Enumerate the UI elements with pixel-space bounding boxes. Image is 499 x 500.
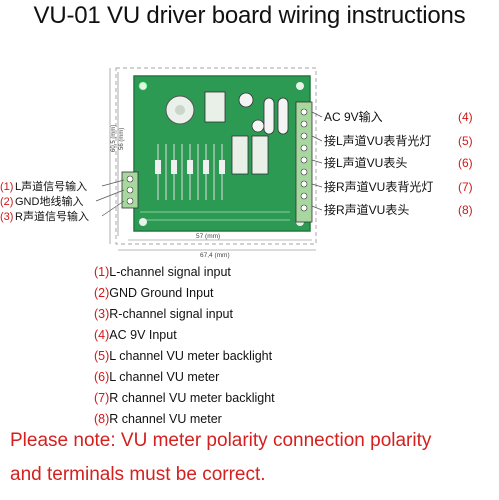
- legend-text: GND Ground Input: [109, 286, 214, 300]
- capacitor: [238, 92, 254, 108]
- ic-chip: [204, 91, 226, 123]
- right-num-7: (7): [458, 180, 473, 194]
- legend-text: AC 9V Input: [109, 328, 177, 342]
- right-label-7: 接R声道VU表背光灯: [324, 179, 433, 194]
- right-num-4: (4): [458, 110, 473, 124]
- width-inner-label: 57 (mm): [196, 233, 220, 240]
- capacitor: [277, 97, 289, 135]
- legend-num: (7): [94, 391, 110, 405]
- polarity-note: Please note: VU meter polarity connectio…: [10, 424, 495, 492]
- right-num-6: (6): [458, 156, 473, 170]
- left-num-1: (1): [0, 181, 13, 193]
- capacitor: [263, 97, 275, 135]
- terminal-screw: [126, 186, 134, 194]
- resistor-bodies: [155, 160, 225, 174]
- legend-num: (6): [94, 370, 110, 384]
- legend-text: R-channel signal input: [109, 307, 233, 321]
- legend-item: (4)AC 9V Input: [94, 325, 494, 346]
- legend-text: R channel VU meter backlight: [109, 391, 275, 405]
- legend-num: (3): [94, 307, 110, 321]
- right-label-4: AC 9V输入: [324, 109, 383, 124]
- left-label-3: R声道信号输入: [15, 209, 89, 223]
- legend-num: (4): [94, 328, 110, 342]
- right-num-5: (5): [458, 134, 473, 148]
- left-label-2: GND地线输入: [15, 194, 83, 208]
- width-outer-label: 67,4 (mm): [200, 252, 230, 259]
- legend-item: (3)R-channel signal input: [94, 304, 494, 325]
- right-num-8: (8): [458, 203, 473, 217]
- capacitor: [251, 119, 265, 133]
- left-labels: (1) L声道信号输入 (2) GND地线输入 (3) R声道信号输入: [0, 179, 89, 223]
- legend-item: (1)L-channel signal input: [94, 262, 494, 283]
- height-outer-label: 60,5 (mm): [111, 125, 117, 152]
- left-num-3: (3): [0, 211, 13, 223]
- legend-num: (1): [94, 265, 110, 279]
- note-line-1: Please note: VU meter polarity connectio…: [10, 430, 432, 451]
- legend-item: (6)L channel VU meter: [94, 367, 494, 388]
- mounting-hole: [138, 81, 148, 91]
- legend-text: L-channel signal input: [109, 265, 231, 279]
- height-inner-label: 56 (mm): [119, 128, 125, 150]
- board-diagram-svg: 56 (mm) 60,5 (mm) 57 (mm) 67,4 (mm) AC 9…: [0, 67, 473, 259]
- legend-item: (5)L channel VU meter backlight: [94, 346, 494, 367]
- round-component-center: [175, 105, 185, 115]
- ic-chip: [231, 135, 249, 175]
- legend-num: (8): [94, 412, 110, 426]
- terminal-screw: [126, 175, 134, 183]
- legend-text: R channel VU meter: [109, 412, 222, 426]
- right-label-8: 接R声道VU表头: [324, 202, 409, 217]
- wiring-diagram: 56 (mm) 60,5 (mm) 57 (mm) 67,4 (mm) AC 9…: [0, 40, 499, 260]
- terminal-screw: [126, 197, 134, 205]
- left-label-1: L声道信号输入: [15, 179, 87, 193]
- legend-num: (5): [94, 349, 110, 363]
- legend-text: L channel VU meter backlight: [109, 349, 273, 363]
- right-leader-lines: [311, 111, 323, 211]
- ic-chip: [251, 135, 269, 175]
- page-title: VU-01 VU driver board wiring instruction…: [33, 2, 466, 29]
- legend-item: (2)GND Ground Input: [94, 283, 494, 304]
- right-label-numbers: (4) (5) (6) (7) (8): [458, 110, 473, 217]
- mounting-hole: [296, 82, 304, 90]
- right-label-6: 接L声道VU表头: [324, 155, 407, 170]
- legend-item: (7)R channel VU meter backlight: [94, 388, 494, 409]
- mounting-hole: [139, 218, 147, 226]
- note-line-2: and terminals must be correct.: [10, 464, 266, 485]
- legend-text: L channel VU meter: [109, 370, 220, 384]
- right-labels: AC 9V输入 接L声道VU表背光灯 接L声道VU表头 接R声道VU表背光灯 接…: [324, 109, 433, 217]
- output-terminal-block: [295, 101, 313, 223]
- legend-item: (8)R channel VU meter: [94, 409, 494, 430]
- legend-list: (1)L-channel signal input (2)GND Ground …: [94, 262, 494, 430]
- legend-num: (2): [94, 286, 110, 300]
- right-label-5: 接L声道VU表背光灯: [324, 133, 431, 148]
- left-num-2: (2): [0, 196, 13, 208]
- dimension-frame: [115, 67, 317, 245]
